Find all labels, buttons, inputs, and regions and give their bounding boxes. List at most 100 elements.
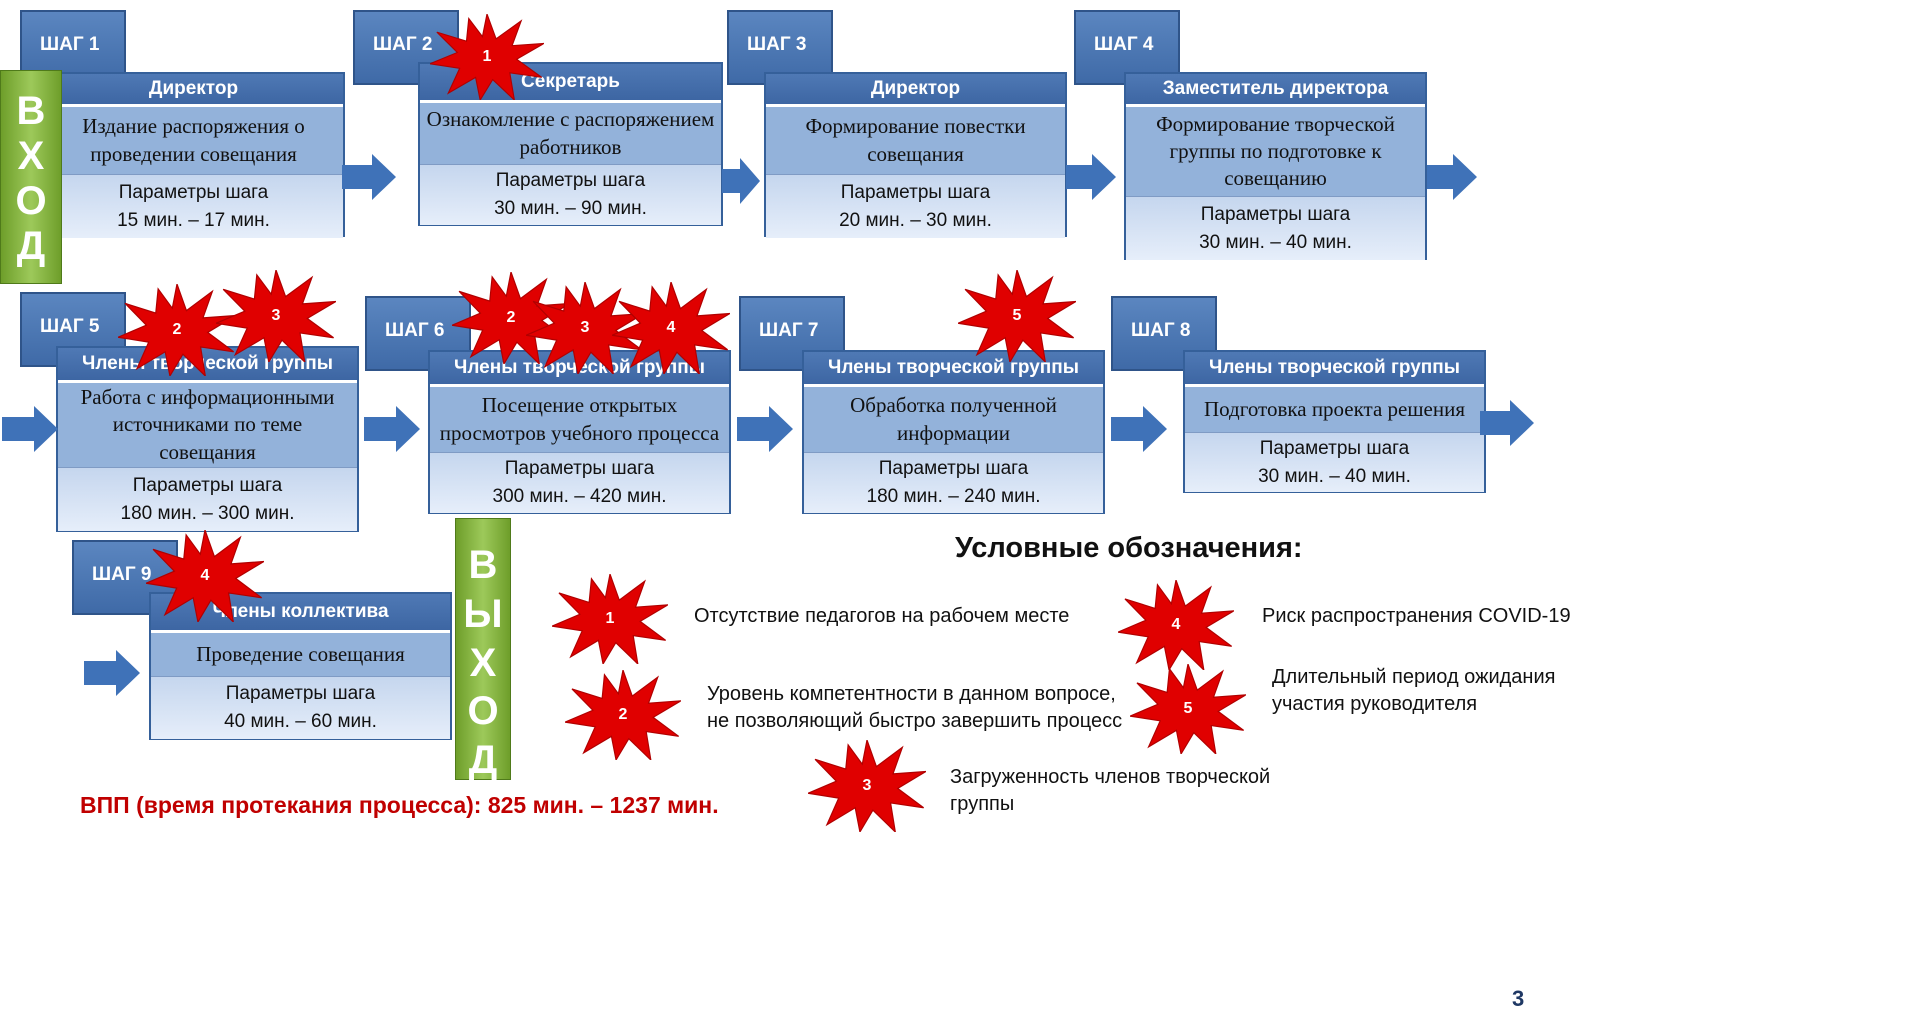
risk-star-label: 4 <box>200 567 210 584</box>
step-5-card: Члены творческой группы Работа с информа… <box>56 346 359 532</box>
arrow-right-icon <box>1427 154 1477 200</box>
legend-star-4-icon: 4 <box>1118 580 1234 670</box>
legend-star-label: 1 <box>605 610 615 627</box>
step-6-tab-label: ШАГ 6 <box>385 320 445 341</box>
step-7-tab-label: ШАГ 7 <box>759 320 819 341</box>
step-3-role: Директор <box>766 74 1065 107</box>
legend-star-3-icon: 3 <box>808 740 926 832</box>
step-1-card: Директор Издание распоряжения о проведен… <box>42 72 345 238</box>
exit-letter: Х <box>469 640 497 685</box>
step-8-tab: ШАГ 8 <box>1111 296 1217 371</box>
arrow-right-icon <box>1066 154 1116 200</box>
step-6-params: Параметры шага 300 мин. – 420 мин. <box>430 453 729 513</box>
risk-star-icon: 3 <box>526 282 644 374</box>
step-3-params-label: Параметры шага <box>840 181 991 203</box>
arrow-right-icon <box>364 406 420 452</box>
step-5-tab-label: ШАГ 5 <box>40 316 100 337</box>
step-9-time: 40 мин. – 60 мин. <box>224 711 377 732</box>
step-6-time: 300 мин. – 420 мин. <box>492 486 667 507</box>
legend-item-4-text: Риск распространения COVID-19 <box>1262 605 1571 627</box>
legend-item-5-text: Длительный период ожидания участия руков… <box>1272 666 1556 715</box>
step-3-card: Директор Формирование повестки совещания… <box>764 72 1067 238</box>
risk-star-icon: 5 <box>958 270 1076 362</box>
step-1-params-label: Параметры шага <box>118 181 269 203</box>
arrow-right-icon <box>737 406 793 452</box>
step-5-params: Параметры шага 180 мин. – 300 мин. <box>58 468 357 531</box>
step-3-params: Параметры шага 20 мин. – 30 мин. <box>766 175 1065 238</box>
step-5-action: Работа с информационными источниками по … <box>58 383 357 468</box>
step-2-params: Параметры шага 30 мин. – 90 мин. <box>420 165 721 225</box>
step-1-action: Издание распоряжения о проведении совеща… <box>44 107 343 175</box>
step-4-tab-label: ШАГ 4 <box>1094 34 1154 55</box>
step-9-action: Проведение совещания <box>151 633 450 677</box>
step-9-params-label: Параметры шага <box>225 683 376 705</box>
step-4-role: Заместитель директора <box>1126 74 1425 107</box>
step-4-card: Заместитель директора Формирование творч… <box>1124 72 1427 260</box>
exit-letter: О <box>467 689 499 734</box>
risk-star-icon: 4 <box>146 530 264 622</box>
entry-letter: В <box>16 89 46 133</box>
legend-item-3-text: Загруженность членов творческой группы <box>950 766 1271 815</box>
entry-letter: Х <box>17 134 45 178</box>
legend-star-2-icon: 2 <box>565 670 681 760</box>
page-number: 3 <box>1512 986 1525 1011</box>
step-8-role: Члены творческой группы <box>1185 352 1484 387</box>
step-8-params: Параметры шага 30 мин. – 40 мин. <box>1185 433 1484 492</box>
step-7-time: 180 мин. – 240 мин. <box>866 486 1041 507</box>
step-4-params-label: Параметры шага <box>1200 203 1351 225</box>
step-7-card: Члены творческой группы Обработка получе… <box>802 350 1105 514</box>
legend-item-1-text: Отсутствие педагогов на рабочем месте <box>694 605 1070 627</box>
legend-star-5-icon: 5 <box>1130 664 1246 754</box>
risk-star-icon: 1 <box>430 14 544 100</box>
exit-bar: В Ы Х О Д <box>455 518 511 782</box>
step-1-role: Директор <box>44 74 343 107</box>
exit-letter: Ы <box>463 591 503 636</box>
step-8-action: Подготовка проекта решения <box>1185 387 1484 433</box>
risk-star-icon: 2 <box>452 272 570 364</box>
step-1-time: 15 мин. – 17 мин. <box>117 209 270 231</box>
step-2-params-label: Параметры шага <box>495 170 646 192</box>
step-3-action: Формирование повестки совещания <box>766 107 1065 175</box>
risk-star-label: 1 <box>482 48 492 65</box>
arrow-right-icon <box>84 650 140 696</box>
exit-letter: Д <box>468 738 498 783</box>
legend-title: Условные обозначения: <box>955 532 1303 564</box>
legend-star-1-icon: 1 <box>552 574 668 664</box>
legend-item-2-text: Уровень компетентности в данном вопросе,… <box>707 683 1123 732</box>
legend-star-label: 2 <box>618 706 628 723</box>
entry-letter: Д <box>16 224 46 268</box>
risk-star-icon: 4 <box>612 282 730 374</box>
risk-star-label: 2 <box>506 309 516 326</box>
step-7-params: Параметры шага 180 мин. – 240 мин. <box>804 453 1103 513</box>
step-8-time: 30 мин. – 40 мин. <box>1258 465 1411 487</box>
step-6-action: Посещение открытых просмотров учебного п… <box>430 387 729 453</box>
arrow-right-icon <box>342 154 396 200</box>
step-1-params: Параметры шага 15 мин. – 17 мин. <box>44 175 343 238</box>
step-5-params-label: Параметры шага <box>132 474 283 496</box>
step-2-card: Секретарь Ознакомление с распоряжением р… <box>418 62 723 226</box>
arrow-right-icon <box>1111 406 1167 452</box>
step-2-action: Ознакомление с распоряжением работников <box>420 103 721 165</box>
step-8-params-label: Параметры шага <box>1259 437 1410 459</box>
step-9-tab-label: ШАГ 9 <box>92 564 152 585</box>
legend-star-label: 3 <box>862 777 872 794</box>
step-9-card: Члены коллектива Проведение совещания Па… <box>149 592 452 740</box>
risk-star-icon: 2 <box>118 284 236 376</box>
step-5-time: 180 мин. – 300 мин. <box>120 502 295 524</box>
exit-letter: В <box>468 543 498 587</box>
risk-star-label: 4 <box>666 319 676 336</box>
step-3-time: 20 мин. – 30 мин. <box>839 209 992 231</box>
risk-star-label: 5 <box>1012 307 1022 324</box>
step-8-tab-label: ШАГ 8 <box>1131 320 1191 341</box>
arrow-right-icon <box>722 158 760 204</box>
step-7-params-label: Параметры шага <box>878 458 1029 480</box>
risk-star-icon: 3 <box>216 270 336 362</box>
step-7-action: Обработка полученной информации <box>804 387 1103 453</box>
step-7-role: Члены творческой группы <box>804 352 1103 387</box>
step-4-action: Формирование творческой группы по подгот… <box>1126 107 1425 197</box>
risk-star-label: 3 <box>580 319 590 336</box>
step-8-card: Члены творческой группы Подготовка проек… <box>1183 350 1486 493</box>
step-1-tab-label: ШАГ 1 <box>40 34 100 55</box>
risk-star-label: 3 <box>271 307 281 324</box>
risk-star-label: 2 <box>172 321 182 338</box>
